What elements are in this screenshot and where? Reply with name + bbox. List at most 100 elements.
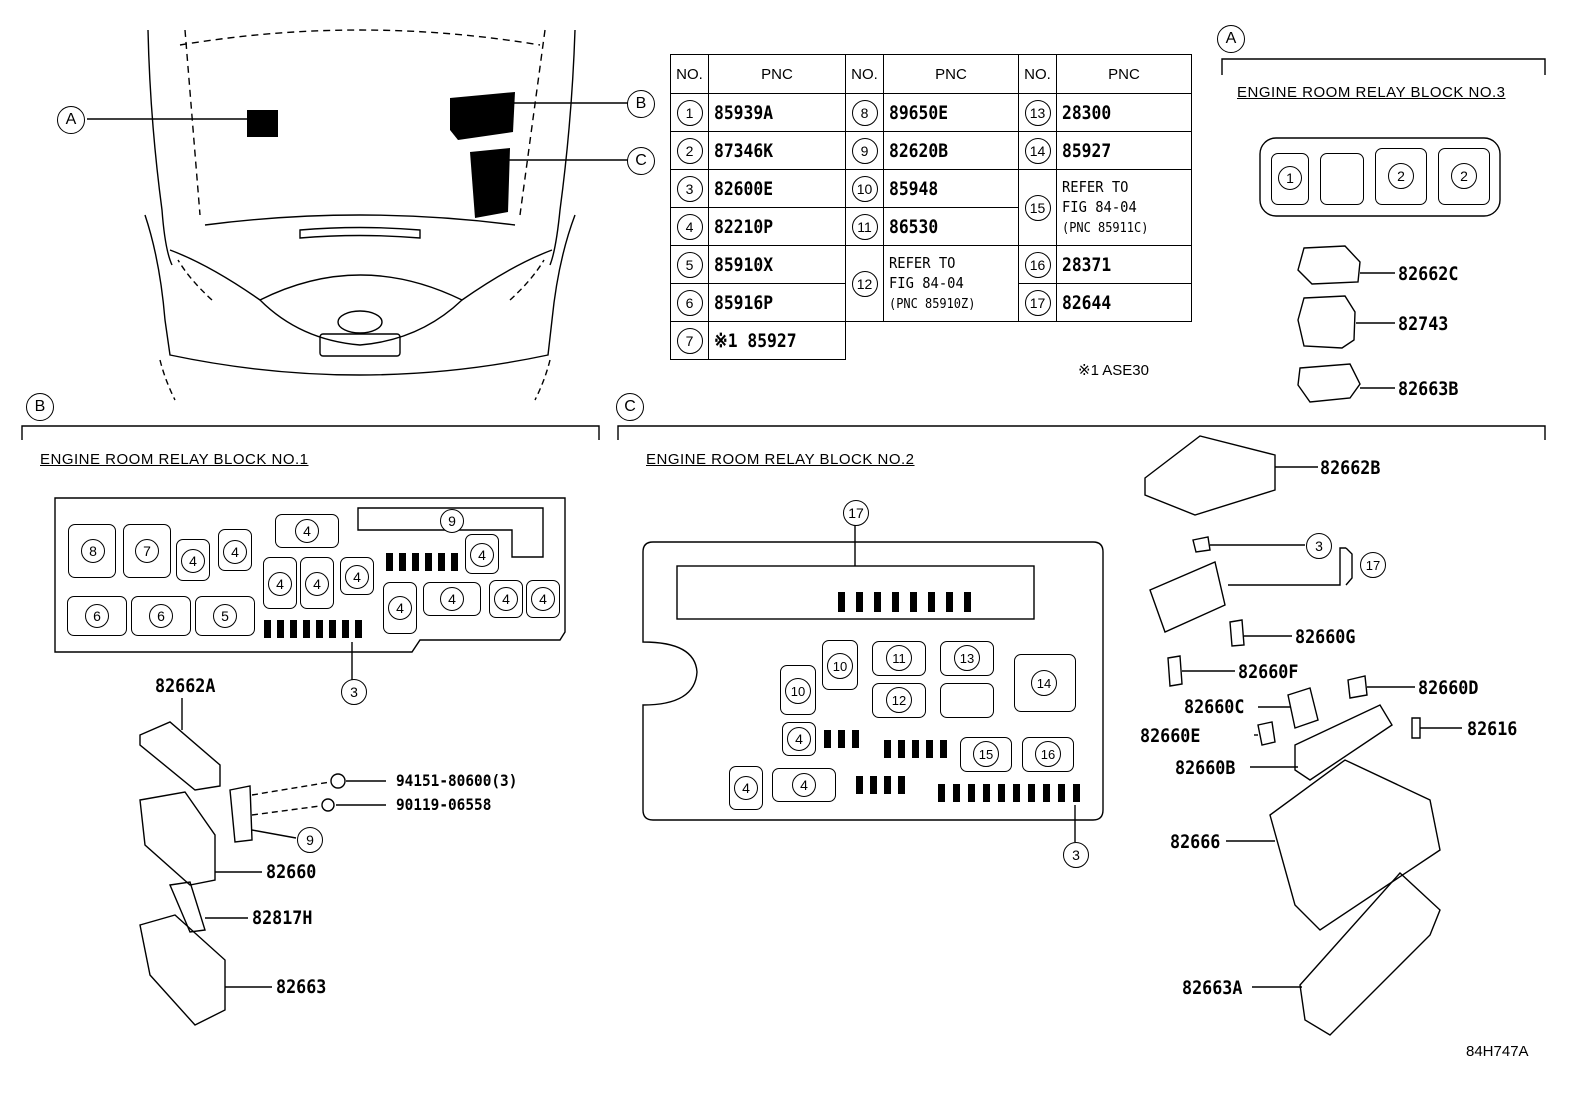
fuse xyxy=(983,784,990,802)
car-front-drawing xyxy=(144,29,576,401)
fuse xyxy=(290,620,297,638)
fuse xyxy=(355,620,362,638)
row-pnc: 85910X xyxy=(714,253,774,276)
row-pnc: 86530 xyxy=(889,215,939,238)
table-footnote: ※1 ASE30 xyxy=(1078,362,1149,379)
header-no: NO. xyxy=(1018,54,1057,94)
fuse xyxy=(892,592,899,612)
block1-outline xyxy=(54,497,566,653)
part-94151: 94151-80600(3) xyxy=(396,771,518,790)
row-no: 10 xyxy=(851,175,878,202)
fuse xyxy=(874,592,881,612)
fuse xyxy=(928,592,935,612)
fuse xyxy=(451,553,458,571)
fuse xyxy=(870,776,877,794)
part-drawings-c xyxy=(1144,435,1462,1036)
block1-num: 4 xyxy=(268,572,292,596)
block1-num: 5 xyxy=(213,604,237,628)
block1-num: 4 xyxy=(531,587,555,611)
part-drawings-a xyxy=(1297,245,1395,403)
fuse xyxy=(912,740,919,758)
fuse xyxy=(342,620,349,638)
block2-num: 4 xyxy=(792,773,816,797)
row-no: 5 xyxy=(676,251,703,278)
fuse xyxy=(898,776,905,794)
row-no: 16 xyxy=(1024,251,1051,278)
fuse xyxy=(968,784,975,802)
block1-num: 4 xyxy=(181,549,205,573)
bracket-c xyxy=(617,425,1546,440)
row-no: 2 xyxy=(676,137,703,164)
fuse xyxy=(953,784,960,802)
callout-c-section: C xyxy=(616,393,644,421)
block1-num: 4 xyxy=(440,587,464,611)
fuse xyxy=(856,592,863,612)
fuse xyxy=(938,784,945,802)
part-82660E: 82660E xyxy=(1140,725,1201,747)
part-82660B: 82660B xyxy=(1175,757,1236,779)
part-82666: 82666 xyxy=(1170,831,1221,853)
row-no: 14 xyxy=(1024,137,1051,164)
part-82743: 82743 xyxy=(1398,313,1449,335)
fuse xyxy=(399,553,406,571)
callout-c-car: C xyxy=(627,147,655,175)
row-no: 3 xyxy=(676,175,703,202)
row-pnc: 82620B xyxy=(889,139,949,162)
block3-title: ENGINE ROOM RELAY BLOCK NO.3 xyxy=(1237,84,1506,101)
block2-num: 10 xyxy=(785,678,811,704)
block1-num: 7 xyxy=(135,539,159,563)
block1-num: 4 xyxy=(295,519,319,543)
part-82817H: 82817H xyxy=(252,907,313,929)
block2-num: 15 xyxy=(973,741,999,767)
row-no: 15 xyxy=(1024,194,1051,221)
part-callout-9: 9 xyxy=(297,827,323,853)
row-pnc: ※1 85927 xyxy=(714,329,797,352)
block3-num: 2 xyxy=(1451,163,1477,189)
part-82663: 82663 xyxy=(276,976,327,998)
fuse xyxy=(838,730,845,748)
block1-num: 4 xyxy=(223,540,247,564)
fuse xyxy=(438,553,445,571)
block3-num: 2 xyxy=(1388,163,1414,189)
part-82662A: 82662A xyxy=(155,675,216,697)
fuse xyxy=(884,740,891,758)
fuse xyxy=(425,553,432,571)
part-82660F: 82660F xyxy=(1238,661,1299,683)
fuse xyxy=(264,620,271,638)
row-no: 17 xyxy=(1024,289,1051,316)
block1-num: 6 xyxy=(149,604,173,628)
callout-a-section: A xyxy=(1217,25,1245,53)
bracket-b xyxy=(21,425,600,440)
part-82663A: 82663A xyxy=(1182,977,1243,999)
fuse xyxy=(1043,784,1050,802)
header-no: NO. xyxy=(845,54,884,94)
row-pnc: 82600E xyxy=(714,177,774,200)
fuse xyxy=(940,740,947,758)
ref-line: FIG 84-04 xyxy=(1062,197,1137,216)
part-82660G: 82660G xyxy=(1295,626,1356,648)
ref-line: (PNC 85910Z) xyxy=(889,296,976,312)
block1-num: 8 xyxy=(81,539,105,563)
fuse xyxy=(964,592,971,612)
part-82663B: 82663B xyxy=(1398,378,1459,400)
part-callout-17: 17 xyxy=(1360,552,1386,578)
block3-num: 1 xyxy=(1278,166,1302,190)
row-pnc: 87346K xyxy=(714,139,774,162)
block2-title: ENGINE ROOM RELAY BLOCK NO.2 xyxy=(646,451,915,468)
callout-a-car: A xyxy=(57,106,85,134)
pnc-table: NO. PNC NO. PNC NO. PNC 1 85939A 8 89650… xyxy=(670,54,1192,360)
row-no: 12 xyxy=(851,270,878,297)
row-pnc: 85927 xyxy=(1062,139,1112,162)
row-pnc: 28371 xyxy=(1062,253,1112,276)
row-no: 11 xyxy=(851,213,878,240)
block1-relay-slot xyxy=(357,507,544,558)
fuse xyxy=(824,730,831,748)
block1-num: 4 xyxy=(345,565,369,589)
block2-num: 11 xyxy=(886,645,912,671)
header-pnc: PNC xyxy=(883,54,1019,94)
row-no: 7 xyxy=(676,327,703,354)
row-pnc: 85939A xyxy=(714,101,774,124)
block2-callout-17: 17 xyxy=(843,500,869,526)
callout-b-car: B xyxy=(627,90,655,118)
